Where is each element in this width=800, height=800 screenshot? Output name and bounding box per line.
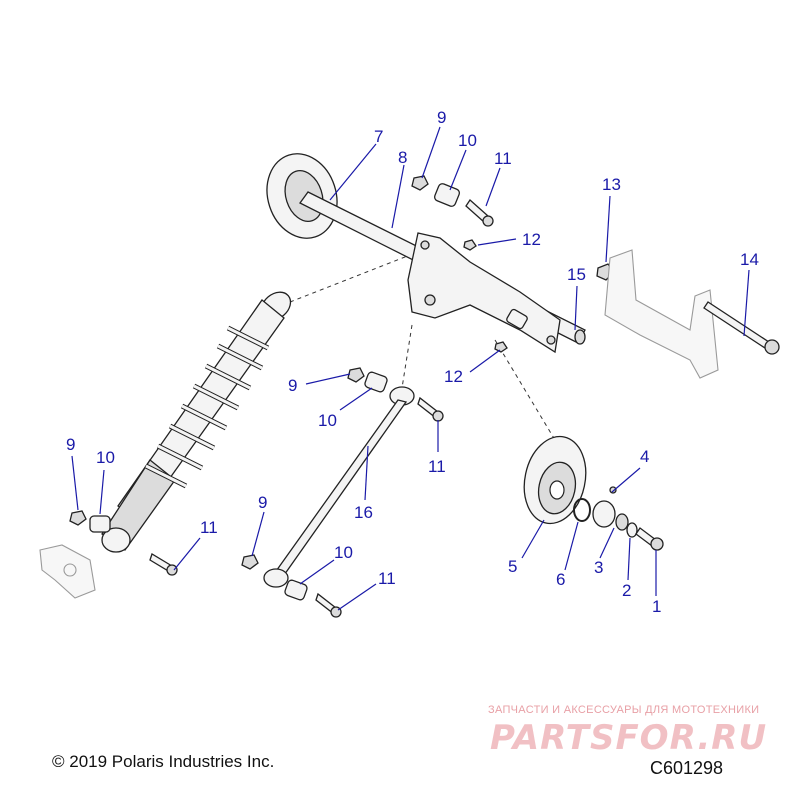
o-ring-part-6 <box>573 498 591 522</box>
callout-11: 11 <box>378 569 396 588</box>
copyright-notice: © 2019 Polaris Industries Inc. <box>52 752 275 771</box>
nut-part-9-mid <box>347 367 365 383</box>
ghost-mount-bracket <box>604 249 719 379</box>
link-rod-part-16 <box>263 386 415 588</box>
wheel-part-5 <box>523 435 587 525</box>
callout-9: 9 <box>288 376 297 395</box>
callout-11: 11 <box>494 149 512 168</box>
callout-3: 3 <box>594 558 603 577</box>
washer-part-3 <box>615 513 629 531</box>
callout-9: 9 <box>258 493 267 512</box>
callout-9: 9 <box>66 435 75 454</box>
hub-part-4 <box>592 486 617 528</box>
callout-12: 12 <box>522 230 541 249</box>
callout-10: 10 <box>318 411 337 430</box>
nut-part-12-mid <box>494 341 508 353</box>
callout-15: 15 <box>567 265 586 284</box>
washer-part-2 <box>626 522 638 538</box>
watermark-logo: PARTSFOR.RU <box>490 718 768 758</box>
leader-lines <box>71 126 750 611</box>
callout-8: 8 <box>398 148 407 167</box>
bolt-part-11-top <box>465 199 494 227</box>
callout-4: 4 <box>640 447 649 466</box>
callout-2: 2 <box>622 581 631 600</box>
bolt-part-11-mid <box>417 396 444 422</box>
assembly-line-wheel <box>494 339 556 441</box>
assembly-line-shock <box>289 254 411 303</box>
callout-12: 12 <box>444 367 463 386</box>
nut-part-9-bottom <box>241 554 259 570</box>
spacer-part-10-left <box>89 515 111 533</box>
long-bolt-part-14 <box>703 301 780 355</box>
callout-16: 16 <box>354 503 373 522</box>
watermark-tagline: ЗАПЧАСТИ И АКСЕССУАРЫ ДЛЯ МОТОТЕХНИКИ <box>488 704 760 716</box>
callout-11: 11 <box>200 518 218 537</box>
callout-9: 9 <box>437 108 446 127</box>
callout-5: 5 <box>508 557 517 576</box>
callout-13: 13 <box>602 175 621 194</box>
nut-part-9-left <box>69 510 87 526</box>
bushing-part-15 <box>506 308 528 330</box>
callout-1: 1 <box>652 597 661 616</box>
bolt-part-11-bottom <box>315 592 342 618</box>
nut-part-12-top <box>463 239 477 251</box>
callout-11: 11 <box>428 457 446 476</box>
ghost-link-bottom-left <box>39 544 96 599</box>
axle-bracket <box>407 232 561 354</box>
callout-7: 7 <box>374 127 383 146</box>
bolt-part-11-left <box>149 553 178 576</box>
callout-10: 10 <box>334 543 353 562</box>
callout-6: 6 <box>556 570 565 589</box>
shock-absorber <box>101 291 292 553</box>
callout-10: 10 <box>458 131 477 150</box>
spacer-part-10-mid <box>364 371 388 393</box>
assembly-line-rod <box>401 324 413 389</box>
spacer-part-10-bottom <box>284 579 308 601</box>
bolt-part-1 <box>635 527 664 551</box>
nut-part-9-top <box>411 175 429 191</box>
spacer-part-10-top <box>433 183 461 207</box>
callout-14: 14 <box>740 250 759 269</box>
figure-code: C601298 <box>650 758 724 778</box>
callout-10: 10 <box>96 448 115 467</box>
